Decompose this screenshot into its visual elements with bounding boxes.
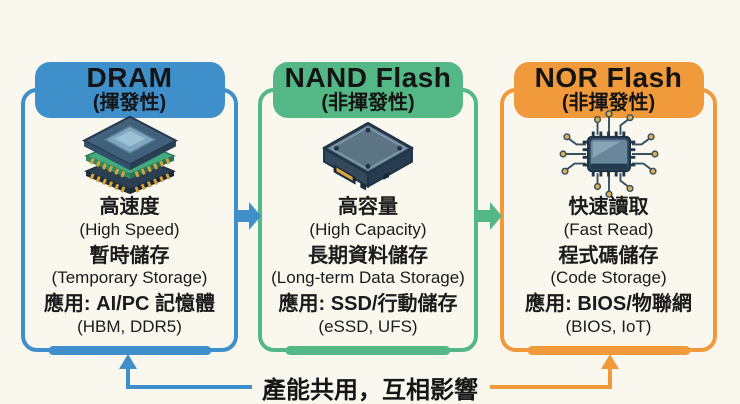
nand-header: NAND Flash (非揮發性) xyxy=(273,62,463,119)
nand-subtitle: (非揮發性) xyxy=(321,91,415,114)
dram-header: DRAM (揮發性) xyxy=(34,62,225,119)
feature-en: (Fast Read) xyxy=(563,219,654,239)
dram-panel: DRAM (揮發性) xyxy=(21,62,238,355)
feature-item: 快速讀取 (Fast Read) xyxy=(504,196,713,239)
nor-panel: NOR Flash (非揮發性) xyxy=(500,62,717,355)
feature-item: 高容量 (High Capacity) xyxy=(262,196,474,239)
feature-item: 應用: AI/PC 記憶體 (HBM, DDR5) xyxy=(25,293,234,336)
nor-header: NOR Flash (非揮發性) xyxy=(513,62,704,119)
nor-bottom-bar xyxy=(526,346,691,355)
nand-title: NAND Flash xyxy=(284,62,452,93)
feature-en: (High Speed) xyxy=(79,219,180,239)
feature-zh: 高速度 xyxy=(99,196,160,218)
dram-bottom-bar xyxy=(47,346,212,355)
feature-item: 應用: BIOS/物聯網 (BIOS, IoT) xyxy=(504,293,713,336)
feature-zh: 程式碼儲存 xyxy=(558,244,659,267)
nand-to-nor-arrow-icon xyxy=(477,202,502,230)
feature-en: (Code Storage) xyxy=(550,268,667,288)
feature-zh: 應用: AI/PC 記憶體 xyxy=(43,293,216,316)
feature-item: 暫時儲存 (Temporary Storage) xyxy=(25,245,234,288)
nor-features: 快速讀取 (Fast Read) 程式碼儲存 (Code Storage) 應用… xyxy=(504,196,713,342)
shared-capacity-label: 產能共用，互相影響 xyxy=(262,377,478,404)
feature-en: (eSSD, UFS) xyxy=(318,316,418,336)
stacked-memory-chip-icon xyxy=(25,110,234,198)
ssd-drive-icon xyxy=(262,110,474,198)
microcontroller-chip-icon xyxy=(504,110,713,198)
feature-zh: 暫時儲存 xyxy=(89,244,170,267)
feature-item: 應用: SSD/行動儲存 (eSSD, UFS) xyxy=(262,293,474,336)
feature-en: (Long-term Data Storage) xyxy=(271,268,465,288)
nor-title: NOR Flash xyxy=(534,62,683,93)
dram-subtitle: (揮發性) xyxy=(92,91,167,114)
feature-en: (High Capacity) xyxy=(309,219,427,239)
feature-zh: 應用: SSD/行動儲存 xyxy=(278,293,458,316)
feature-zh: 長期資料儲存 xyxy=(308,244,428,267)
dram-title: DRAM xyxy=(86,62,173,93)
feature-en: (BIOS, IoT) xyxy=(565,316,652,336)
feature-zh: 高容量 xyxy=(338,196,398,218)
feature-item: 長期資料儲存 (Long-term Data Storage) xyxy=(262,245,474,288)
nand-bottom-bar xyxy=(285,346,451,355)
nand-features: 高容量 (High Capacity) 長期資料儲存 (Long-term Da… xyxy=(262,196,474,342)
nand-panel: NAND Flash (非揮發性) 高容量 (High C xyxy=(258,62,478,355)
feature-zh: 快速讀取 xyxy=(568,196,649,218)
feature-item: 程式碼儲存 (Code Storage) xyxy=(504,245,713,288)
feature-item: 高速度 (High Speed) xyxy=(25,196,234,239)
feature-en: (Temporary Storage) xyxy=(51,268,208,288)
feature-zh: 應用: BIOS/物聯網 xyxy=(525,293,692,316)
dram-features: 高速度 (High Speed) 暫時儲存 (Temporary Storage… xyxy=(25,196,234,342)
nor-subtitle: (非揮發性) xyxy=(561,91,656,114)
feature-en: (HBM, DDR5) xyxy=(77,316,182,336)
